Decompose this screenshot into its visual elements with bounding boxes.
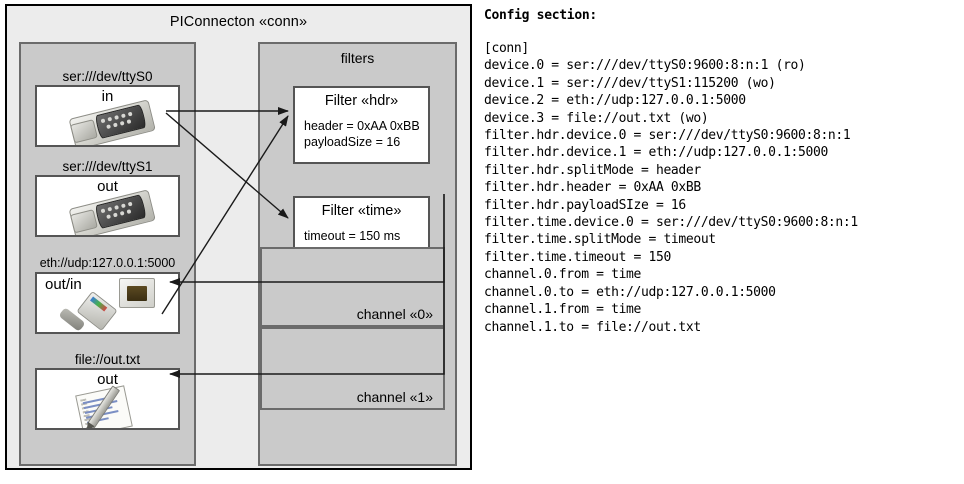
filter-params: header = 0xAA 0xBB payloadSize = 16 [304,119,420,149]
channel-0-box[interactable]: channel «0» [260,247,445,327]
channel-label: channel «0» [356,306,433,322]
device-box[interactable]: out [35,368,180,430]
device-eth-udp[interactable]: eth://udp:127.0.0.1:5000 out/in [35,255,180,334]
device-box[interactable]: in [35,85,180,147]
filter-hdr-box[interactable]: Filter «hdr» header = 0xAA 0xBB payloadS… [293,86,430,164]
connector-diagram: PIConnecton «conn» ser:///dev/ttyS0 in [5,4,472,470]
device-direction: in [101,88,114,105]
filters-group: filters Filter «hdr» header = 0xAA 0xBB … [258,42,457,466]
device-box[interactable]: out [35,175,180,237]
device-file-out[interactable]: file://out.txt out [35,351,180,430]
channel-label: channel «1» [356,389,433,405]
device-direction: out [97,178,118,195]
device-ser-ttys1[interactable]: ser:///dev/ttyS1 out [35,158,180,237]
config-heading: Config section: [484,8,597,23]
device-label: eth://udp:127.0.0.1:5000 [39,256,176,270]
filter-title: Filter «time» [321,203,402,219]
filter-title: Filter «hdr» [324,93,399,109]
device-direction: out/in [45,276,82,293]
device-box[interactable]: out/in [35,272,180,334]
config-listing: [conn] device.0 = ser:///dev/ttyS0:9600:… [484,41,858,335]
device-ser-ttys0[interactable]: ser:///dev/ttyS0 in [35,68,180,147]
config-section: Config section: [conn] device.0 = ser://… [484,8,962,336]
device-label: file://out.txt [74,352,141,367]
filter-params: timeout = 150 ms [304,229,401,243]
devices-group: ser:///dev/ttyS0 in ser:///dev/ttyS1 out [19,42,196,466]
diagram-title: PIConnecton «conn» [169,14,308,30]
channel-1-box[interactable]: channel «1» [260,327,445,410]
device-label: ser:///dev/ttyS1 [62,159,153,174]
device-label: ser:///dev/ttyS0 [62,69,153,84]
device-direction: out [97,371,118,388]
filters-group-title: filters [340,50,375,66]
